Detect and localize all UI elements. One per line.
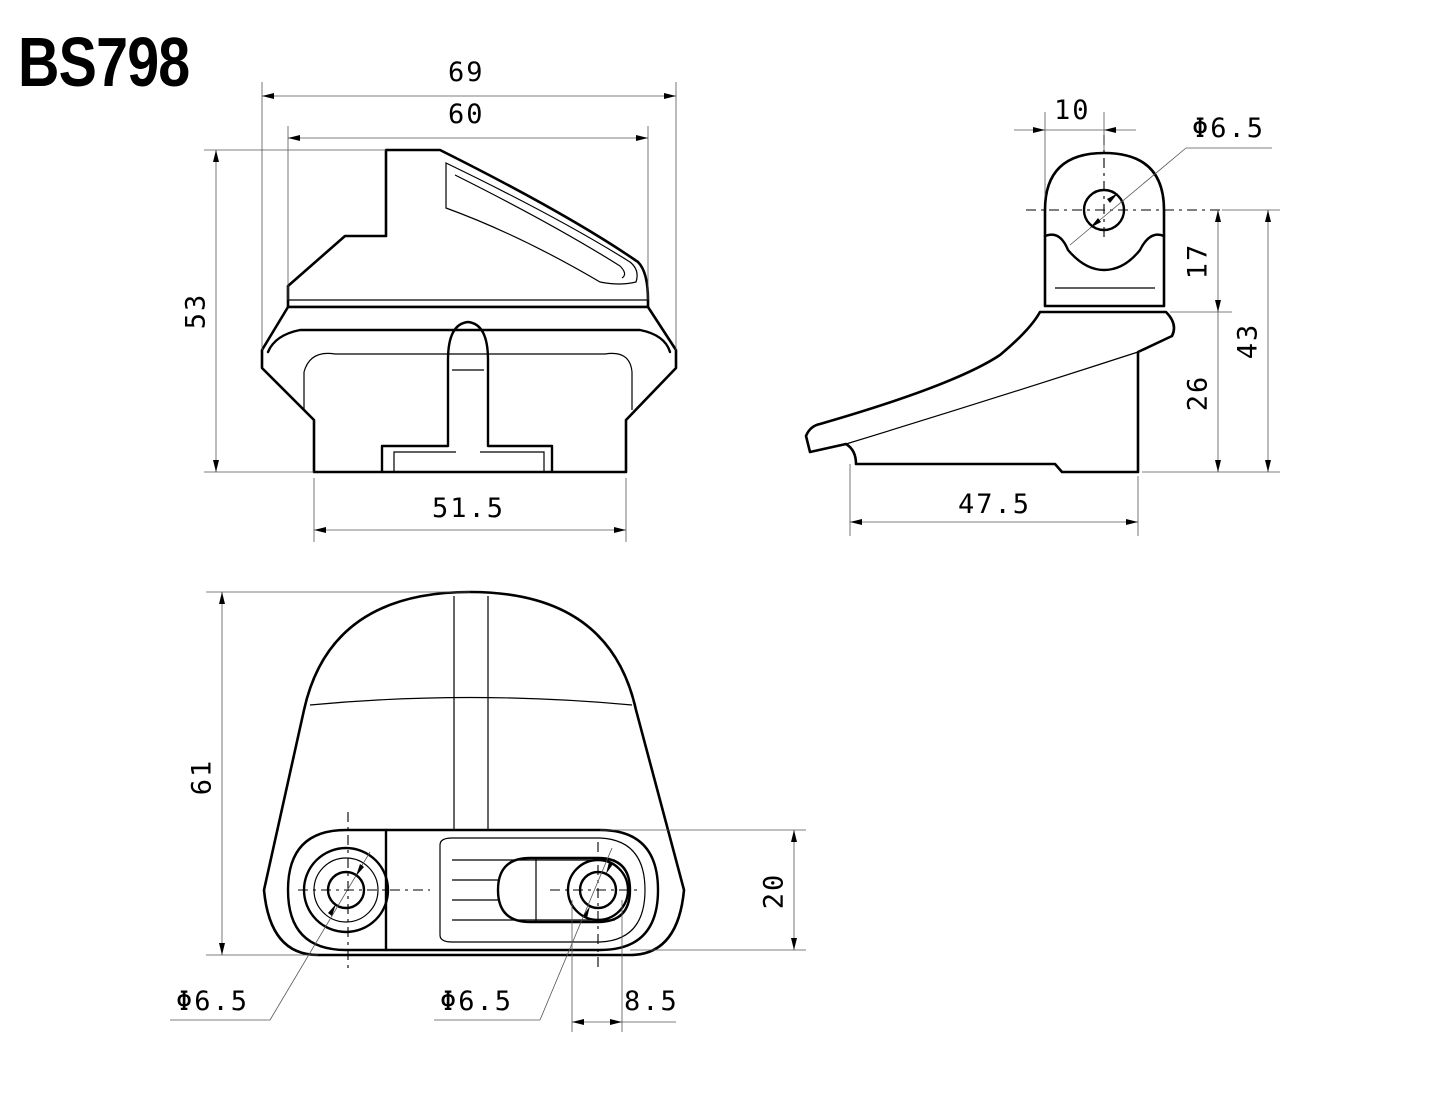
dim-side-total-height: 43 [1232,322,1264,360]
dim-side-hole-diameter: Φ6.5 [1192,113,1266,144]
side-view [804,112,1280,536]
dim-side-boss-width: 10 [1054,95,1091,126]
dim-top-hole-right: Φ6.5 [440,986,514,1017]
dim-front-width-inner: 60 [448,99,485,130]
dim-front-base-width: 51.5 [432,493,506,524]
dim-side-lower-height: 26 [1182,374,1214,412]
top-view [170,590,806,1032]
dim-side-base-length: 47.5 [958,489,1032,520]
dim-side-upper-height: 17 [1182,242,1214,280]
dim-front-height: 53 [180,292,212,330]
dim-top-slot-width: 20 [758,872,790,910]
dim-top-slot-travel: 8.5 [624,986,679,1017]
front-view [204,82,678,542]
dim-top-length: 61 [186,758,218,796]
dim-front-width-outer: 69 [448,57,485,88]
dim-top-hole-left: Φ6.5 [176,986,250,1017]
part-number-title: BS798 [18,23,190,101]
